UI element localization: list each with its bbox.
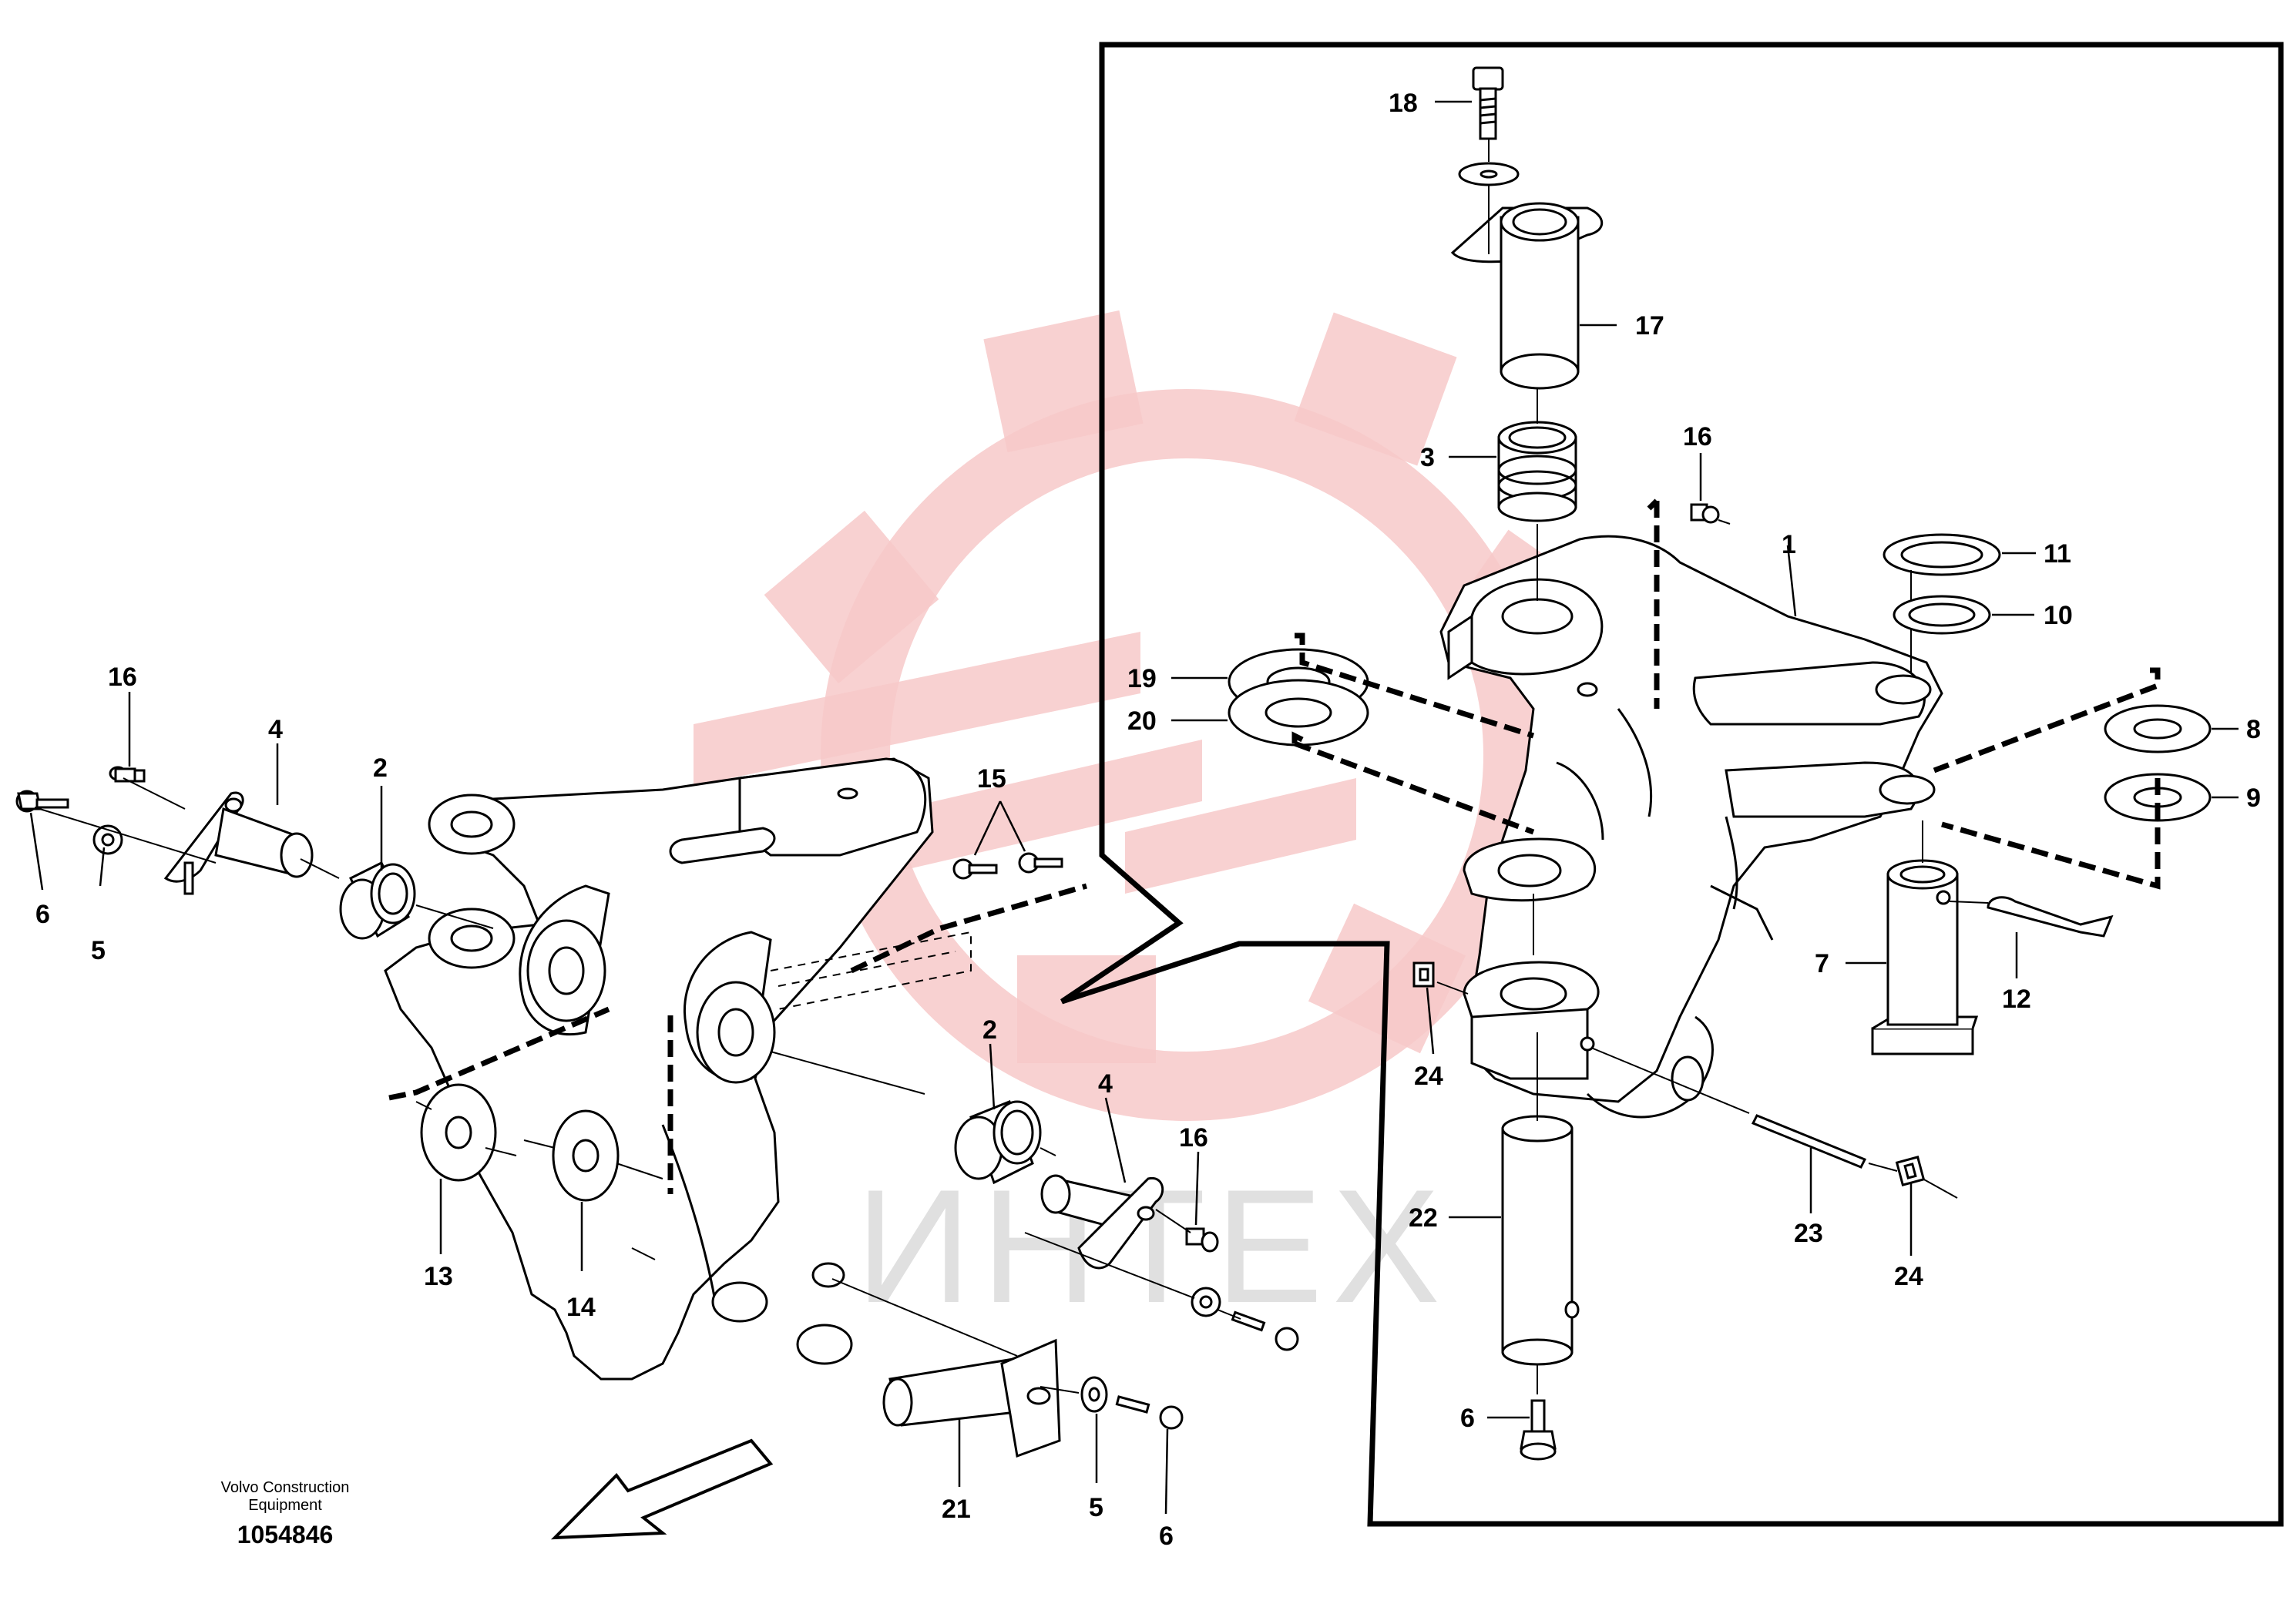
rod-23 [1751,1114,1867,1169]
shim-11 [1883,533,2001,576]
pin-4-left [163,791,314,895]
pin-21 [882,1338,1061,1458]
callout-6: 6 [35,900,50,929]
leader-lines [29,100,2239,1515]
watermark: ИНТЕХ [694,310,1610,1337]
bolt-6-lower [1115,1395,1184,1430]
callout-24: 24 [1414,1062,1443,1091]
callout-19: 19 [1127,664,1157,693]
callout-11: 11 [2044,539,2071,569]
inset-frame [1060,42,2284,1527]
callout-10: 10 [2044,601,2073,630]
washer-13 [420,1083,497,1182]
callout-6: 6 [1460,1404,1475,1433]
right-axis-lines [1436,139,1989,1394]
clip-24-bottom [1895,1156,1926,1186]
bolts-15 [952,852,1063,880]
callout-16: 16 [108,663,137,692]
callout-23: 23 [1794,1219,1823,1248]
callout-16: 16 [1179,1123,1208,1153]
bushing-3 [1497,421,1577,522]
shim-9 [2104,773,2212,822]
pin-22 [1501,1115,1580,1366]
callout-4: 4 [268,715,283,744]
washer-14 [552,1109,620,1202]
callout-9: 9 [2246,783,2261,813]
callout-16: 16 [1683,422,1712,451]
pin-4-right [1040,1174,1164,1270]
callout-7: 7 [1815,949,1829,978]
callout-14: 14 [566,1293,596,1322]
callout-labels: 16 4 2 6 5 15 2 4 16 13 14 21 5 6 18 17 … [35,89,2261,1551]
callout-5: 5 [91,936,106,965]
callout-2: 2 [373,753,388,783]
footer-caption: Volvo Construction Equipment 1054846 [193,1479,378,1549]
left-alignment-lines [388,883,1087,1194]
grease-nipple-16-inset [1690,503,1720,524]
washer-5-lower [1080,1376,1108,1413]
bolt-6-inset [1520,1399,1557,1461]
pin-7 [1871,859,1979,1055]
right-assembly [1439,535,1943,1119]
shim-8 [2104,704,2212,753]
callout-22: 22 [1409,1203,1438,1233]
grease-nipple-16-right [1185,1227,1219,1253]
document-number: 1054846 [237,1521,334,1549]
maker-line-2: Equipment [248,1497,322,1514]
shim-20 [1228,679,1369,747]
upper-bracket [384,757,934,1381]
callout-5: 5 [1089,1493,1103,1522]
bolt-6-right-upper [1231,1310,1299,1351]
shim-10 [1893,595,1991,635]
grease-nipple-16-left [109,766,146,783]
washer-18 [1458,162,1520,186]
callout-4: 4 [1098,1069,1113,1099]
callout-3: 3 [1420,443,1435,472]
washer-5-right-upper [1191,1287,1221,1317]
clip-24-top [1412,961,1435,988]
callout-17: 17 [1635,311,1664,341]
callout-12: 12 [2002,985,2031,1014]
callout-13: 13 [424,1262,453,1291]
callout-24: 24 [1894,1262,1923,1291]
callout-6: 6 [1159,1522,1174,1551]
left-assembly [384,757,972,1381]
callout-18: 18 [1389,89,1418,118]
bushing-2-right [954,1100,1042,1185]
callout-1: 1 [1782,530,1796,559]
bolt-18 [1472,66,1504,140]
bushing-2-left [339,861,416,940]
callout-8: 8 [2246,715,2261,744]
callout-21: 21 [942,1495,971,1524]
left-parts [15,766,1299,1540]
washer-5-left [92,824,123,855]
right-parts [1228,66,2212,1461]
bolt-6-left [15,790,69,813]
maker-line-1: Volvo Construction [220,1479,350,1496]
direction-arrow [551,1438,774,1540]
pin-12 [1987,896,2114,938]
left-axis-lines [34,777,1241,1394]
callout-2: 2 [982,1015,997,1045]
callout-15: 15 [977,764,1006,794]
pin-17 [1450,202,1604,390]
callout-20: 20 [1127,706,1157,736]
right-alignment-lines [1291,498,2161,890]
